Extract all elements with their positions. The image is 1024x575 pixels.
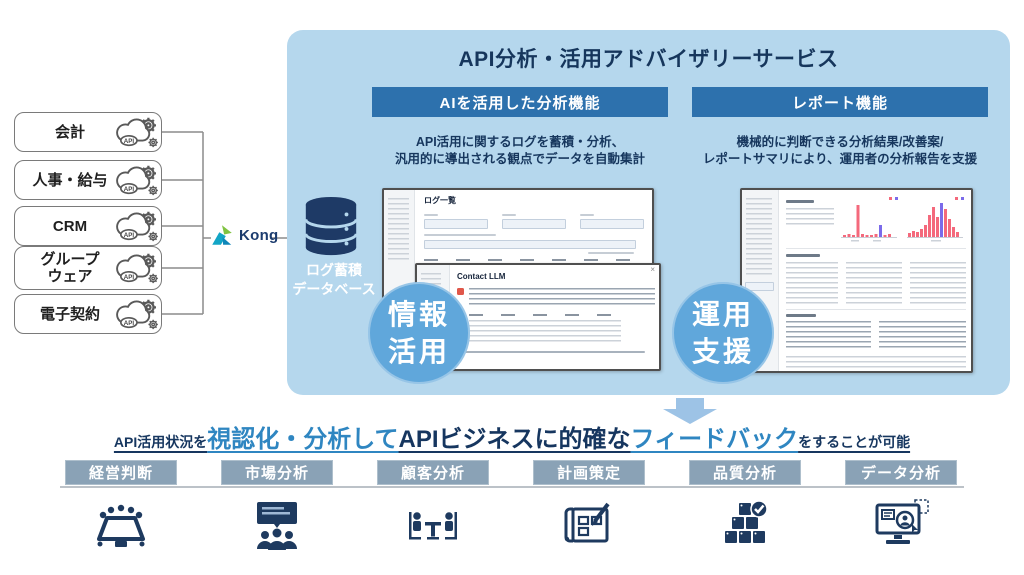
skeleton-table-rows	[469, 320, 621, 342]
customer-interview-icon	[409, 512, 457, 540]
skeleton-error-table	[910, 262, 966, 304]
mini-bar-chart-1	[841, 197, 898, 242]
cloud-api-icon	[114, 295, 160, 333]
skeleton-filter-label	[580, 214, 594, 216]
down-arrow-icon	[663, 398, 717, 424]
conclusion-sentence: API活用状況を視認化・分析してAPIビジネスに的確なフィードバックをすることが…	[0, 419, 1024, 454]
skeleton-section-title	[786, 254, 820, 257]
category-baseline	[60, 486, 964, 488]
database-icon	[304, 196, 358, 256]
source-box-groupware: グループ ウェア	[14, 246, 162, 290]
skeleton-menu-lines	[388, 198, 409, 260]
presentation-audience-icon	[257, 502, 297, 550]
close-icon: ×	[650, 265, 655, 274]
sentence-segment: API活用状況を	[113, 434, 208, 450]
source-label: CRM	[52, 217, 88, 235]
alert-icon	[457, 288, 464, 295]
skeleton-menu-lines	[746, 198, 772, 276]
database-label: ログ蓄積 データベース	[292, 262, 376, 297]
kong-label: Kong	[239, 226, 279, 244]
category-badge-customer-analysis: 顧客分析	[377, 460, 489, 485]
skeleton-section-title	[786, 314, 816, 317]
kong-gateway: Kong	[209, 223, 279, 247]
skeleton-pagination	[588, 252, 634, 254]
source-label: 電子契約	[39, 305, 100, 323]
source-box-crm: CRM	[14, 206, 162, 246]
source-box-accounting: 会計	[14, 112, 162, 152]
category-badge-quality-analysis: 品質分析	[689, 460, 801, 485]
operation-support-circle: 運用 支援	[672, 282, 774, 384]
panel-description-report: 機械的に判断できる分析結果/改善案/ レポートサマリにより、運用者の分析報告を支…	[702, 135, 978, 166]
skeleton-filter-input	[502, 219, 566, 229]
source-box-econtract: 電子契約	[14, 294, 162, 334]
data-analysis-monitor-icon	[875, 499, 929, 544]
panel-header-ai-analysis: AIを活用した分析機能	[372, 87, 668, 117]
skeleton-table-header	[469, 314, 621, 316]
cloud-api-icon	[114, 249, 160, 287]
mini-bar-chart-2	[907, 197, 964, 242]
skeleton-summary-text	[879, 321, 966, 351]
skeleton-hint-line	[424, 234, 496, 236]
skeleton-summary-text	[786, 321, 871, 351]
sentence-segment: 視認化・分析して	[207, 426, 399, 453]
log-list-title: ログ一覧	[424, 196, 456, 205]
section-divider	[786, 248, 966, 249]
category-badge-data-analysis: データ分析	[845, 460, 957, 485]
skeleton-filter-input	[424, 219, 488, 229]
skeleton-filter-input	[580, 219, 644, 229]
skeleton-error-table	[786, 262, 838, 304]
skeleton-table-header	[424, 259, 636, 261]
skeleton-error-table	[846, 262, 902, 304]
section-divider	[786, 309, 966, 310]
cloud-api-icon	[114, 113, 160, 151]
category-badge-planning: 計画策定	[533, 460, 645, 485]
skeleton-section-title	[786, 200, 814, 203]
sentence-segment: フィードバック	[630, 426, 799, 453]
source-label: グループ ウェア	[40, 251, 100, 285]
skeleton-search-bar	[424, 240, 636, 249]
quality-check-boxes-icon	[725, 500, 768, 543]
blueprint-planning-icon	[564, 502, 610, 543]
skeleton-filter-label	[424, 214, 438, 216]
contact-llm-title: Contact LLM	[457, 272, 506, 281]
service-box: API分析・活用アドバイザリーサービス ログ蓄積 データベース AIを活用した分…	[287, 30, 1010, 395]
source-label: 会計	[54, 123, 85, 141]
info-utilization-circle: 情報 活用	[368, 282, 470, 384]
sentence-segment: APIビジネスに的確な	[398, 426, 631, 453]
skeleton-footer-line	[457, 351, 645, 353]
cloud-api-icon	[114, 207, 160, 245]
panel-description-ai-analysis: API活用に関するログを蓄積・分析、 汎用的に導出される観点でデータを自動集計	[394, 135, 645, 166]
report-screenshot	[740, 188, 973, 373]
panel-header-report: レポート機能	[692, 87, 988, 117]
category-badge-management-decision: 経営判断	[65, 460, 177, 485]
source-label: 人事・給与	[32, 171, 108, 189]
skeleton-filter-label	[502, 214, 516, 216]
service-title: API分析・活用アドバイザリーサービス	[458, 48, 839, 71]
source-box-hr-payroll: 人事・給与	[14, 160, 162, 200]
category-badge-market-analysis: 市場分析	[221, 460, 333, 485]
boardroom-meeting-icon	[97, 504, 145, 547]
sentence-segment: をすることが可能	[798, 434, 911, 450]
skeleton-footer-text	[786, 356, 966, 368]
skeleton-summary-table	[786, 208, 834, 226]
kong-logo-icon	[212, 225, 232, 245]
cloud-api-icon	[114, 161, 160, 199]
skeleton-paragraph	[469, 288, 655, 305]
